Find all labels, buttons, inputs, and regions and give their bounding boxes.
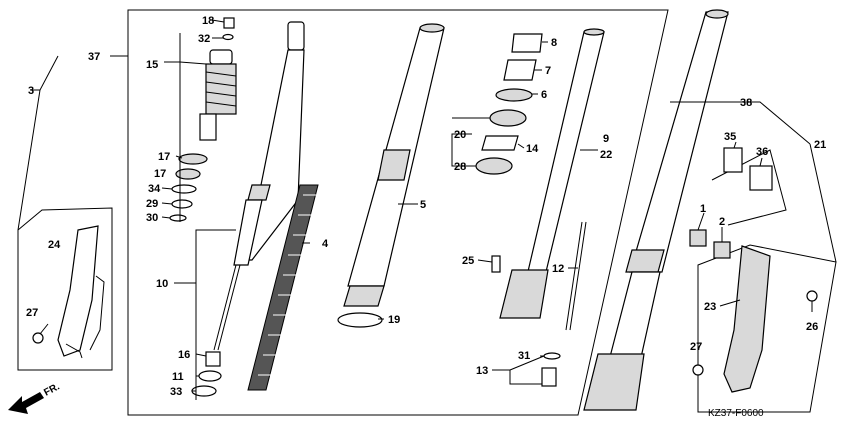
- valve-15-body: [199, 113, 217, 141]
- collar-7: [503, 59, 537, 81]
- callout-19: 19: [388, 314, 400, 326]
- o-ring-19: [337, 312, 383, 328]
- front-direction-arrow: FR.: [8, 381, 62, 414]
- bracket-frame: [711, 149, 787, 226]
- guide-1: [689, 229, 707, 247]
- callout-15: 15: [146, 59, 158, 71]
- callout-1: 1: [700, 203, 706, 215]
- fork-spring-4: [247, 184, 319, 391]
- bolt-27-right: [692, 364, 704, 376]
- callout-3: 3: [28, 85, 34, 97]
- valve-15-top: [209, 49, 233, 65]
- bracket-36: [749, 165, 773, 191]
- bracket-35: [723, 147, 743, 173]
- callout-30: 30: [146, 212, 158, 224]
- callout-21: 21: [814, 139, 826, 151]
- valve-15-spring: [205, 63, 237, 115]
- callout-17b: 17: [154, 168, 166, 180]
- ring-17a: [178, 153, 208, 165]
- washer-32: [222, 33, 234, 41]
- damper-rod-collar: [247, 184, 271, 201]
- bolt-25: [491, 255, 501, 273]
- callout-11: 11: [172, 371, 184, 383]
- callout-31: 31: [518, 350, 530, 362]
- callout-18: 18: [202, 15, 214, 27]
- outer-tube-5: [343, 23, 445, 307]
- callout-9: 9: [603, 133, 609, 145]
- callout-23: 23: [704, 301, 716, 313]
- washer-29: [171, 199, 193, 209]
- callout-5: 5: [420, 199, 426, 211]
- valve-13: [541, 367, 557, 387]
- callout-29: 29: [146, 198, 158, 210]
- collar-8: [511, 33, 543, 53]
- callout-35: 35: [724, 131, 736, 143]
- fork-assembly-38: [583, 9, 729, 411]
- inner-tube-9: [499, 28, 605, 319]
- callout-10: 10: [156, 278, 168, 290]
- callout-13: 13: [476, 365, 488, 377]
- callout-34: 34: [148, 183, 161, 195]
- bearing-20: [489, 109, 527, 127]
- fork-guard-left: [57, 225, 99, 357]
- washer-30: [169, 214, 187, 222]
- rod-12: [565, 221, 583, 331]
- callout-labels: 18 32 37 15 3 17 17 34 29 30 24 27 10 16…: [26, 15, 826, 398]
- callout-17a: 17: [158, 151, 170, 163]
- callout-22: 22: [600, 149, 612, 161]
- damper-rod-mid: [233, 199, 263, 266]
- main-frame: [127, 9, 669, 416]
- guide-2: [713, 241, 731, 259]
- bolt-26: [806, 290, 818, 302]
- callout-6: 6: [541, 89, 547, 101]
- ring-11: [198, 370, 222, 382]
- arrow-icon: [8, 392, 44, 414]
- callout-27-left: 27: [26, 307, 38, 319]
- callout-20: 20: [454, 129, 466, 141]
- clip-14: [481, 135, 519, 151]
- bolt-27-left: [32, 332, 44, 344]
- callout-2: 2: [719, 216, 725, 228]
- guard-frame: [17, 207, 113, 371]
- front-label: FR.: [42, 381, 62, 398]
- callout-7: 7: [545, 65, 551, 77]
- callout-12: 12: [552, 263, 564, 275]
- callout-28: 28: [454, 161, 466, 173]
- fork-guard-right: [723, 245, 771, 393]
- callout-33: 33: [170, 386, 182, 398]
- bearing-28: [475, 157, 513, 175]
- washer-31: [543, 352, 561, 360]
- damper-rod-cap: [287, 21, 305, 51]
- callout-36: 36: [756, 146, 768, 158]
- callout-25: 25: [462, 255, 474, 267]
- callout-4: 4: [322, 238, 329, 250]
- piece-16: [205, 351, 221, 367]
- callout-8: 8: [551, 37, 557, 49]
- callout-38: 38: [740, 97, 752, 109]
- seal-6: [495, 88, 533, 102]
- damper-rod-shaft: [213, 264, 237, 351]
- callout-27-right: 27: [690, 341, 702, 353]
- callout-24: 24: [48, 239, 61, 251]
- callout-26: 26: [806, 321, 818, 333]
- callout-14: 14: [526, 143, 539, 155]
- callout-16: 16: [178, 349, 190, 361]
- callout-32: 32: [198, 33, 210, 45]
- washer-34: [171, 184, 197, 194]
- leader-lines: [17, 19, 837, 400]
- callout-37: 37: [88, 51, 100, 63]
- diagram-code: KZ37-F0600: [708, 408, 764, 419]
- bolt-18: [223, 17, 235, 29]
